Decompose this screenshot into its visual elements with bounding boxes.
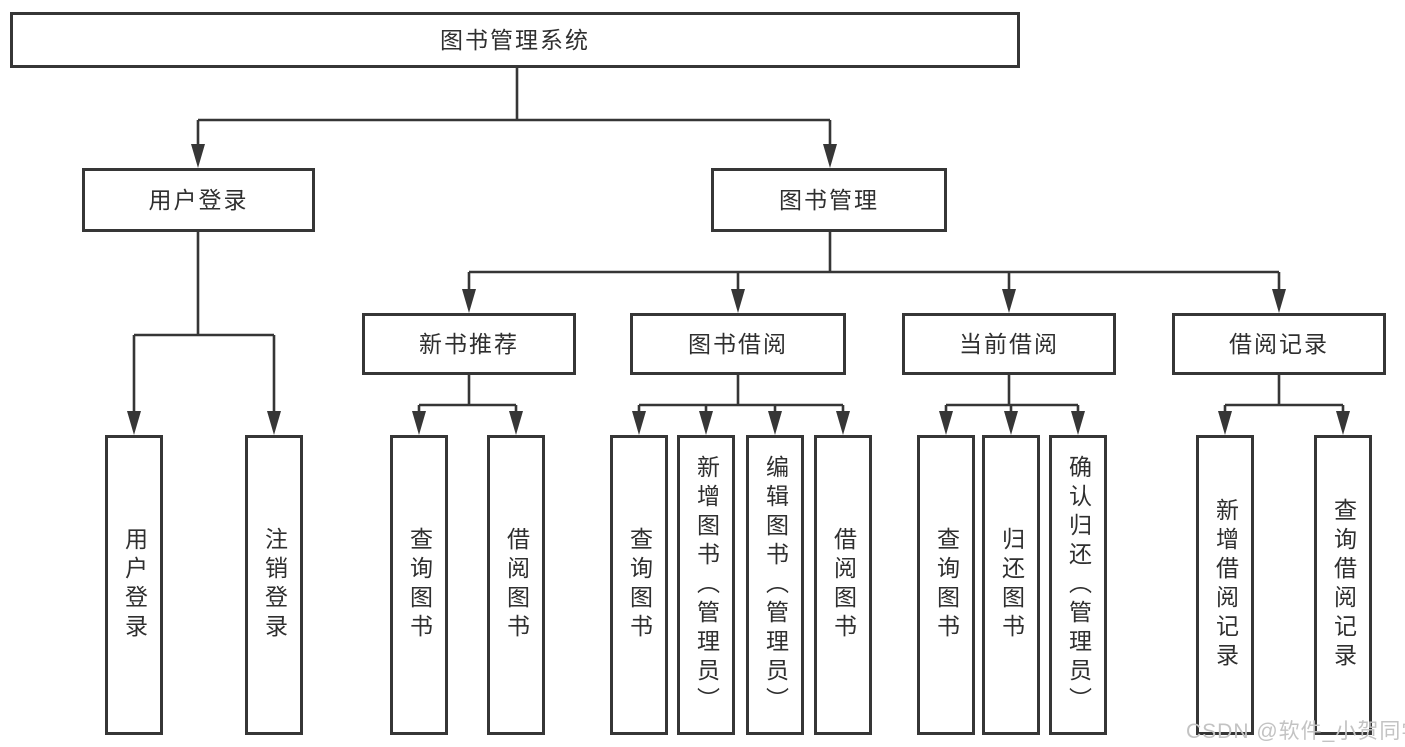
leaf-borrow-books-recommend: 借阅图书 [487, 435, 545, 735]
leaf-query-books-current: 查询图书 [917, 435, 975, 735]
leaf-return-books: 归还图书 [982, 435, 1040, 735]
node-current-borrowing: 当前借阅 [902, 313, 1116, 375]
leaf-logout: 注销登录 [245, 435, 303, 735]
leaf-confirm-return-admin: 确认归还（管理员） [1049, 435, 1107, 735]
leaf-query-borrow-record: 查询借阅记录 [1314, 435, 1372, 735]
leaf-query-books-borrowing: 查询图书 [610, 435, 668, 735]
node-book-management-system: 图书管理系统 [10, 12, 1020, 68]
csdn-watermark: CSDN @软件_小贺同学 [1186, 720, 1405, 743]
node-book-management: 图书管理 [711, 168, 947, 232]
node-new-book-recommend: 新书推荐 [362, 313, 576, 375]
leaf-edit-books-admin: 编辑图书（管理员） [746, 435, 804, 735]
leaf-user-login: 用户登录 [105, 435, 163, 735]
node-borrow-records: 借阅记录 [1172, 313, 1386, 375]
leaf-add-borrow-record: 新增借阅记录 [1196, 435, 1254, 735]
leaf-add-books-admin: 新增图书（管理员） [677, 435, 735, 735]
node-book-borrowing: 图书借阅 [630, 313, 846, 375]
node-user-login: 用户登录 [82, 168, 315, 232]
leaf-borrow-books: 借阅图书 [814, 435, 872, 735]
leaf-query-books-recommend: 查询图书 [390, 435, 448, 735]
